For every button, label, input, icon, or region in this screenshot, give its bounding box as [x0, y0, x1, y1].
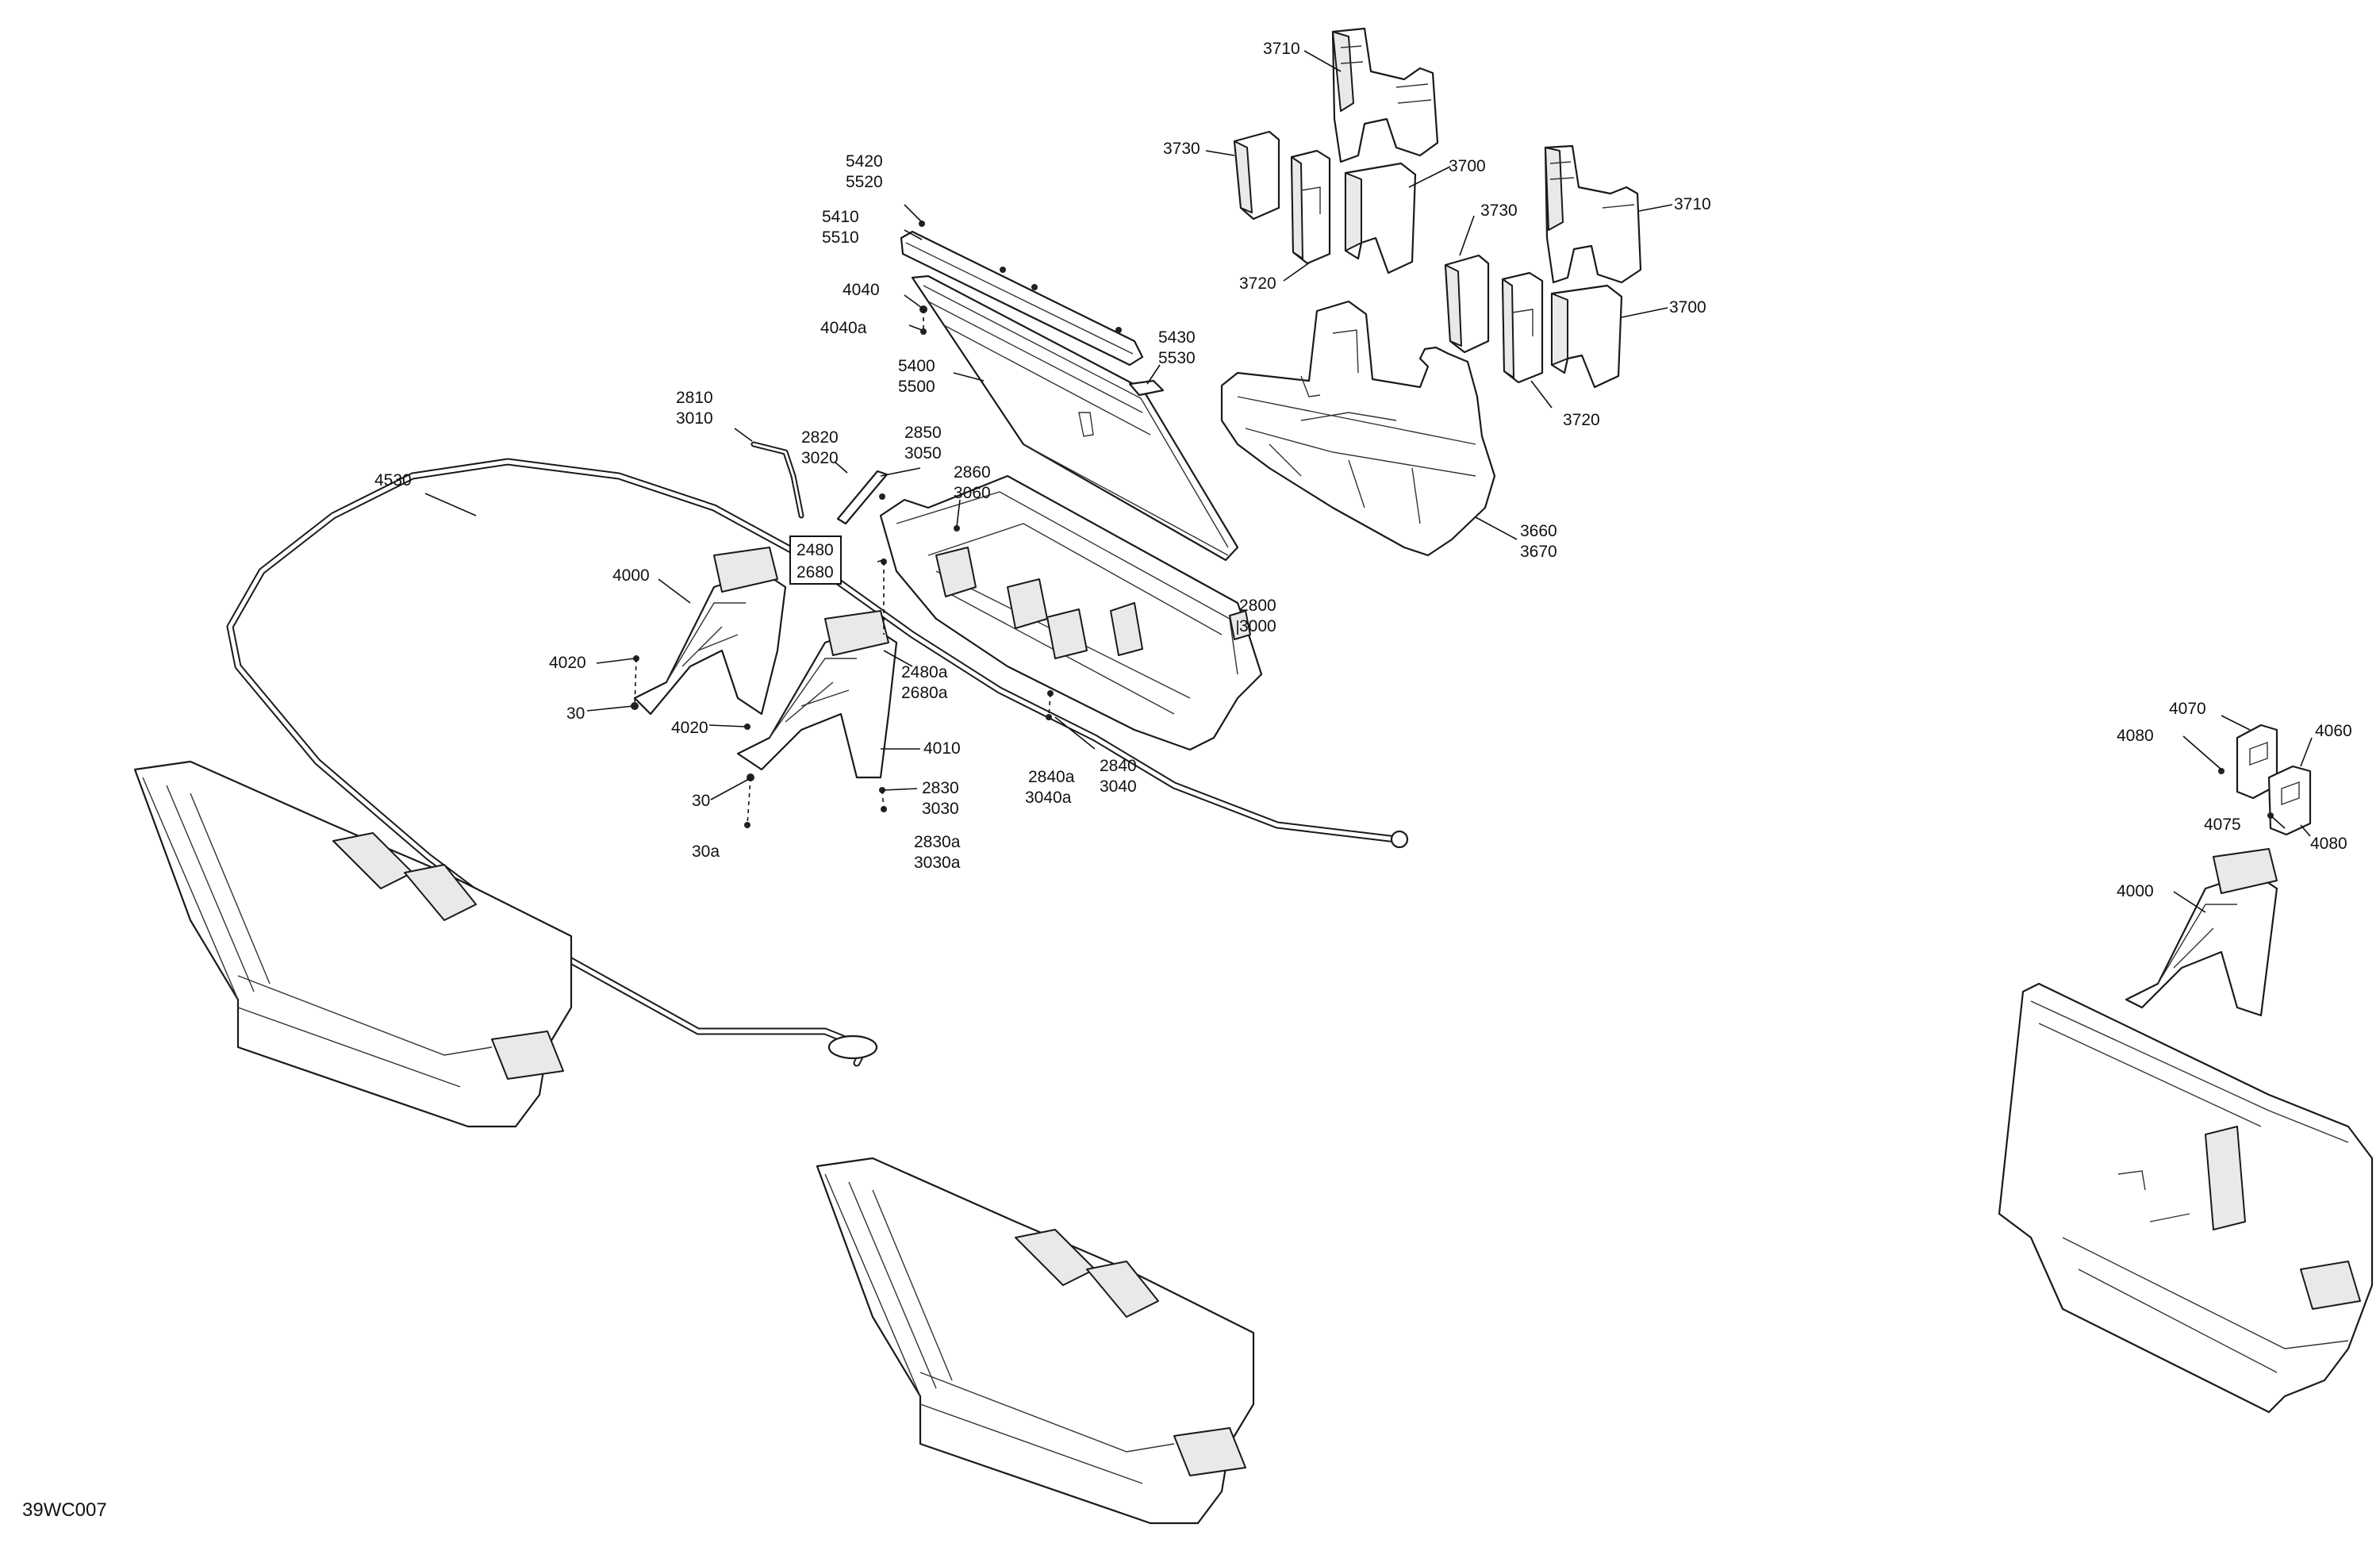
label-2680: 2680 [797, 563, 834, 582]
label-5420: 5420 [846, 152, 883, 171]
seat-foam-3730-left [1233, 130, 1280, 221]
label-2830: 2830 [922, 779, 959, 797]
label-4530: 4530 [374, 471, 412, 489]
label-3710-right: 3710 [1674, 195, 1711, 213]
label-5500: 5500 [898, 378, 935, 396]
seat-foam-3710-right [1544, 144, 1642, 284]
label-3720-left: 3720 [1239, 274, 1276, 293]
label-2800: 2800 [1239, 597, 1276, 615]
label-4040a: 4040a [820, 319, 867, 337]
label-3730-mid: 3730 [1480, 202, 1518, 220]
label-3000: 3000 [1239, 617, 1276, 635]
cable-4530 [226, 458, 1409, 1067]
callout-labels: 5420 5520 5410 5510 4040 4040a 5430 5530… [374, 40, 2352, 900]
label-5410: 5410 [822, 208, 859, 226]
bracket-4010-left [736, 610, 898, 779]
label-5530: 5530 [1158, 349, 1196, 367]
label-3700-top: 3700 [1449, 157, 1486, 175]
cover-latch-5430 [1128, 379, 1165, 397]
label-4060: 4060 [2315, 722, 2352, 740]
label-4020-b: 4020 [671, 719, 708, 737]
box-assembly-left [133, 760, 573, 1128]
fasteners [631, 221, 2274, 828]
label-30-b: 30 [692, 792, 710, 810]
seat-foam-3710-top [1331, 27, 1439, 163]
box-assembly-center [816, 1157, 1255, 1525]
label-4020-a: 4020 [549, 654, 586, 672]
seat-foam-3730-mid [1444, 254, 1490, 354]
label-2860: 2860 [954, 463, 991, 482]
label-box-2480-2680 [789, 535, 842, 585]
mount-plate-4060 [2267, 765, 2312, 836]
spacer-2850 [836, 470, 889, 525]
label-3730-left: 3730 [1163, 140, 1200, 158]
label-3030a: 3030a [914, 854, 961, 872]
cover-rail-5410 [900, 230, 1144, 367]
label-4000-left: 4000 [612, 566, 650, 585]
label-2810: 2810 [676, 389, 713, 407]
label-2680a: 2680a [901, 684, 948, 702]
label-3030: 3030 [922, 800, 959, 818]
label-30a: 30a [692, 843, 720, 861]
label-3040a: 3040a [1025, 789, 1072, 807]
label-4075: 4075 [2204, 816, 2241, 834]
label-2850: 2850 [904, 424, 942, 442]
label-2480a: 2480a [901, 663, 948, 681]
bracket-4000-right [2125, 848, 2278, 1017]
label-3040: 3040 [1100, 777, 1137, 796]
leader-lines [424, 50, 2313, 913]
seat-foam-3720-left [1290, 149, 1331, 265]
seat-foam-3720-right [1501, 271, 1544, 384]
label-4010: 4010 [923, 739, 961, 758]
label-2830a: 2830a [914, 833, 961, 851]
label-3720-right: 3720 [1563, 411, 1600, 429]
figure-id: 39WC007 [22, 1499, 107, 1521]
label-3020: 3020 [801, 449, 839, 467]
label-2840a: 2840a [1028, 768, 1075, 786]
label-3700-right: 3700 [1669, 298, 1706, 317]
label-5400: 5400 [898, 357, 935, 375]
bracket-4000-left [633, 547, 787, 716]
label-5430: 5430 [1158, 328, 1196, 347]
label-4070: 4070 [2169, 700, 2206, 718]
box-assembly-right [1998, 982, 2374, 1414]
label-5510: 5510 [822, 228, 859, 247]
label-2840: 2840 [1100, 757, 1137, 775]
cover-panel-5400 [911, 274, 1239, 562]
seat-foam-3700-top [1344, 162, 1417, 274]
label-2820: 2820 [801, 428, 839, 447]
label-3660: 3660 [1520, 522, 1557, 540]
label-2480: 2480 [797, 541, 834, 559]
label-3670: 3670 [1520, 543, 1557, 561]
label-30-a: 30 [566, 704, 585, 723]
label-4040: 4040 [843, 281, 880, 299]
storage-box-2800 [879, 474, 1263, 751]
seat-foam-3700-right [1550, 284, 1623, 389]
seat-base-3660 [1220, 300, 1496, 557]
rod-2810 [750, 441, 804, 519]
label-3060: 3060 [954, 484, 991, 502]
label-3710-top: 3710 [1263, 40, 1300, 58]
label-4080-a: 4080 [2117, 727, 2154, 745]
label-4000-right: 4000 [2117, 882, 2154, 900]
label-3050: 3050 [904, 444, 942, 463]
label-3010: 3010 [676, 409, 713, 428]
label-4080-b: 4080 [2310, 835, 2347, 853]
label-5520: 5520 [846, 173, 883, 191]
